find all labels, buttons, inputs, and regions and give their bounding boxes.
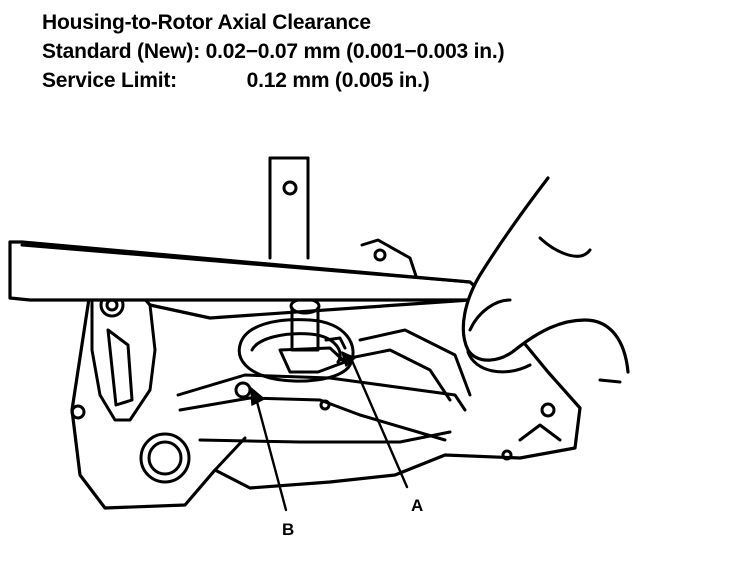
service-limit-value: 0.12 mm (0.005 in.) <box>246 69 430 92</box>
service-limit-label: Service Limit: <box>42 69 177 92</box>
leader-line-a <box>348 354 409 489</box>
callout-a-label: A <box>411 496 424 515</box>
technician-fingers <box>461 176 630 384</box>
rotor-assembly <box>237 297 355 383</box>
leader-line-b <box>254 396 288 512</box>
leader-lines <box>250 351 409 512</box>
standard-label: Standard (New): <box>42 40 201 63</box>
straight-edge <box>8 240 492 302</box>
callout-b-label: B <box>282 520 295 539</box>
leader-arrowhead-a <box>341 351 356 367</box>
spec-title: Housing-to-Rotor Axial Clearance <box>42 11 371 34</box>
specification-block: Housing-to-Rotor Axial Clearance Standar… <box>42 8 505 95</box>
leader-arrowhead-b <box>250 387 265 406</box>
service-limit-row: Service Limit: 0.12 mm (0.005 in.) <box>42 66 504 95</box>
pump-housing <box>70 238 582 510</box>
vertical-rod <box>268 156 310 260</box>
standard-spec-row: Standard (New): 0.02−0.07 mm (0.001−0.00… <box>42 37 505 66</box>
standard-value: 0.02−0.07 mm (0.001−0.003 in.) <box>205 40 505 63</box>
